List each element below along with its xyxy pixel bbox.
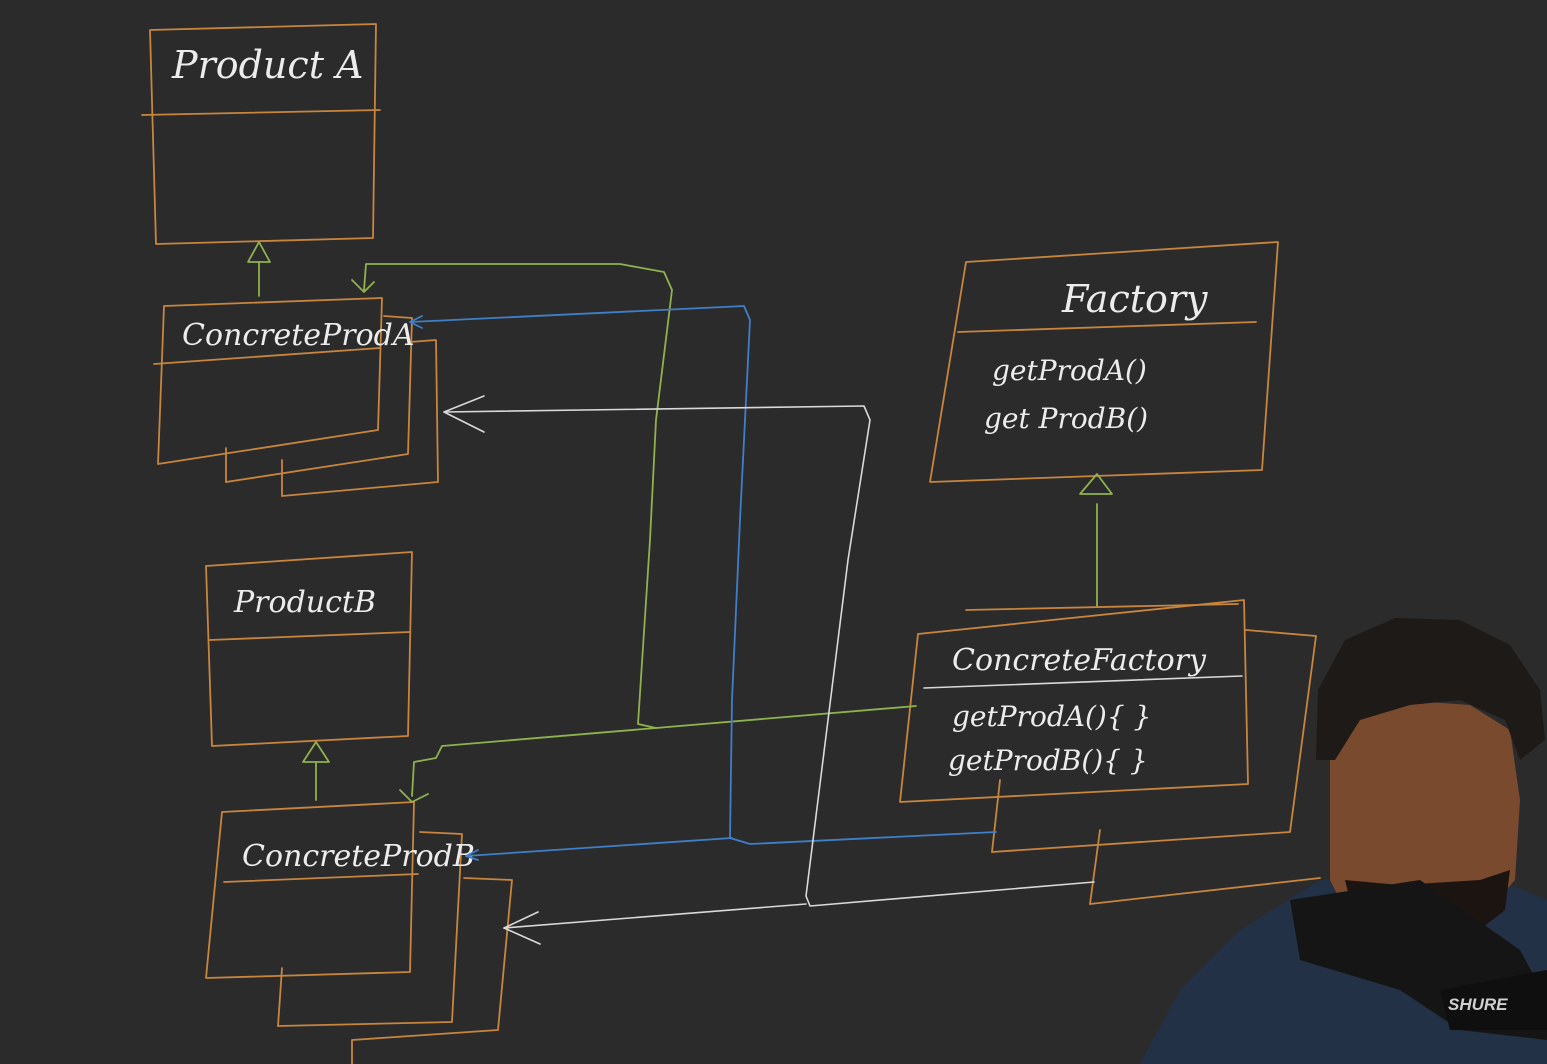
webcam-overlay: SHURE [1140,618,1547,1064]
green-link [351,263,917,803]
concrete-prod-a-title: ConcreteProdA [182,318,415,353]
product-a-title: Product A [171,43,363,87]
blue-link [409,305,997,861]
concrete-factory-method-1: getProdA(){ } [952,700,1151,733]
white-link [443,395,1095,945]
concrete-factory-box: ConcreteFactory getProdA(){ } getProdB()… [899,599,1321,905]
concrete-prod-b-box: ConcreteProdB [205,801,513,1064]
inheritance-arrow-b [302,741,330,801]
factory-method-1: getProdA() [992,354,1147,387]
product-a-box: Product A [141,23,381,245]
product-b-box: ProductB [205,551,413,747]
factory-box: Factory getProdA() get ProdB() [929,241,1279,483]
product-b-title: ProductB [233,585,376,620]
person-hair [1316,618,1545,760]
concrete-prod-a-box: ConcreteProdA [153,297,439,497]
concrete-factory-method-2: getProdB(){ } [948,744,1148,777]
factory-title: Factory [1061,277,1208,321]
mic-brand-label: SHURE [1448,995,1508,1014]
inheritance-arrow-a [247,241,271,297]
concrete-prod-b-title: ConcreteProdB [242,839,475,874]
person-face [1330,700,1520,940]
factory-method-2: get ProdB() [984,402,1148,435]
inheritance-arrow-factory [1079,473,1113,607]
concrete-factory-title: ConcreteFactory [952,643,1207,678]
